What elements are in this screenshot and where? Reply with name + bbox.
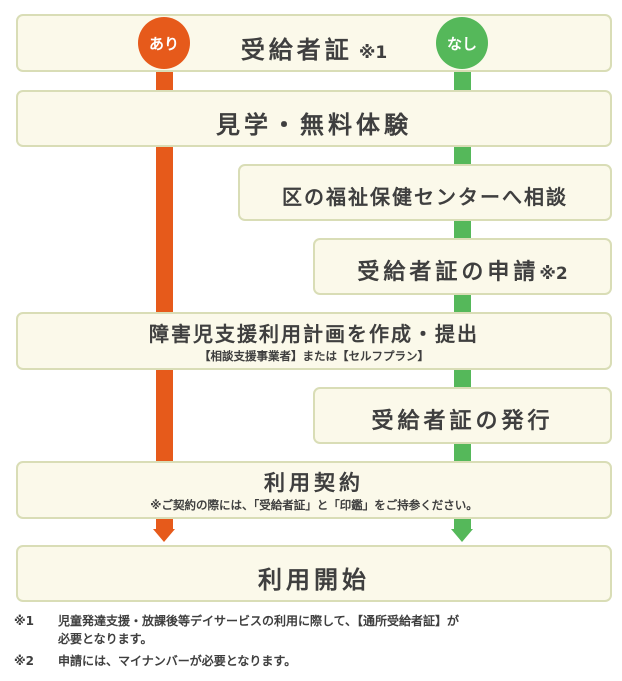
branch-no-badge: なし [436,17,488,69]
step-consult-title: 区の福祉保健センターへ相談 [282,185,568,209]
step-apply-title: 受給者証の申請 [357,260,540,285]
step-plan: 障害児支援利用計画を作成・提出 【相談支援事業者】または【セルフプラン】 [16,312,612,370]
step-tour-title: 見学・無料体験 [216,111,412,139]
step-issue-title: 受給者証の発行 [371,409,554,434]
step-apply: 受給者証の申請※2 [313,238,612,295]
step-issue: 受給者証の発行 [313,387,612,444]
footnote-2: ※2 申請には、マイナンバーが必要となります。 [14,652,296,670]
step-certificate-ref: ※1 [358,43,388,63]
footnote-2-line-1: 申請には、マイナンバーが必要となります。 [58,654,297,668]
yes-path-line [156,60,173,530]
yes-arrow-icon [153,529,175,542]
no-arrow-icon [451,529,473,542]
footnote-2-mark: ※2 [14,654,35,668]
step-start: 利用開始 [16,545,612,602]
step-consult: 区の福祉保健センターへ相談 [238,164,612,221]
branch-yes-badge: あり [138,17,190,69]
step-contract-title: 利用契約 [264,471,364,495]
step-contract-sub: ※ご契約の際には、「受給者証」と「印鑑」をご持参ください。 [150,498,478,512]
step-tour: 見学・無料体験 [16,90,612,147]
step-plan-title: 障害児支援利用計画を作成・提出 [149,322,479,346]
step-apply-ref: ※2 [539,264,568,284]
step-start-title: 利用開始 [258,566,370,594]
step-certificate: 受給者証※1 [16,14,612,72]
footnote-1: ※1 児童発達支援・放課後等デイサービスの利用に際して、【通所受給者証】が [14,612,459,630]
step-certificate-title: 受給者証 [240,36,353,64]
footnote-1-line-1: 児童発達支援・放課後等デイサービスの利用に際して、【通所受給者証】が [58,614,460,628]
step-contract: 利用契約 ※ご契約の際には、「受給者証」と「印鑑」をご持参ください。 [16,461,612,519]
step-plan-sub: 【相談支援事業者】または【セルフプラン】 [199,349,429,363]
footnote-1-cont: 必要となります。 [14,630,152,648]
footnote-1-mark: ※1 [14,614,35,628]
footnote-1-line-2: 必要となります。 [58,632,153,646]
